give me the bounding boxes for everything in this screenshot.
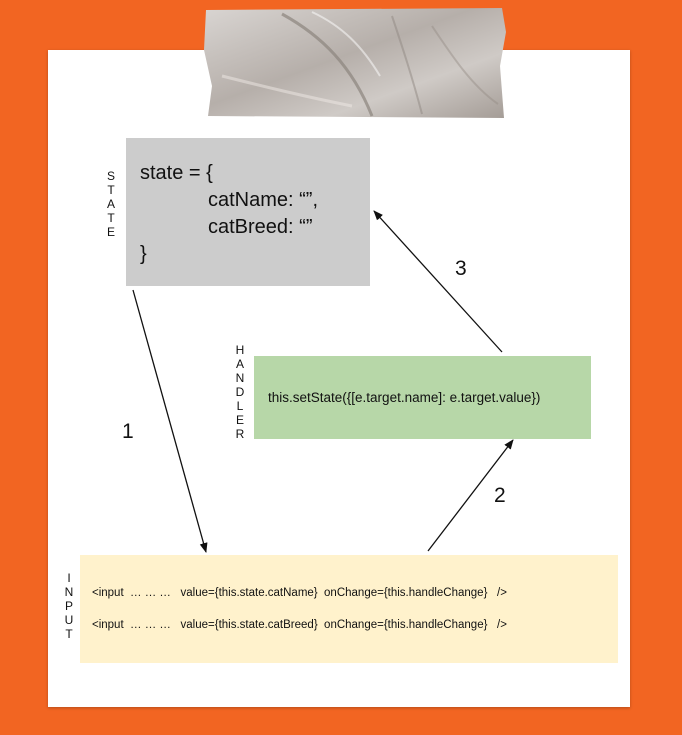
handler-code: this.setState({[e.target.name]: e.target…	[268, 390, 541, 405]
input-row-catbreed: <input … … … value={this.state.catBreed}…	[92, 619, 507, 631]
arrow-state-to-input	[132, 289, 208, 553]
state-box: state = { catName: “”, catBreed: “” }	[126, 138, 370, 286]
step-1-label: 1	[122, 420, 134, 443]
input-box: <input … … … value={this.state.catName} …	[80, 555, 618, 663]
step-2-label: 2	[494, 484, 506, 507]
state-line-4: }	[140, 243, 147, 265]
state-line-3: catBreed: “”	[208, 216, 313, 238]
arrow-handler-to-state	[373, 210, 503, 353]
arrow-input-to-handler	[427, 439, 514, 552]
state-line-1: state = {	[140, 162, 213, 184]
state-line-2: catName: “”,	[208, 189, 319, 211]
handler-box: this.setState({[e.target.name]: e.target…	[254, 356, 591, 439]
step-3-label: 3	[455, 257, 467, 280]
input-row-catname: <input … … … value={this.state.catName} …	[92, 587, 507, 599]
masking-tape-image	[204, 8, 506, 118]
